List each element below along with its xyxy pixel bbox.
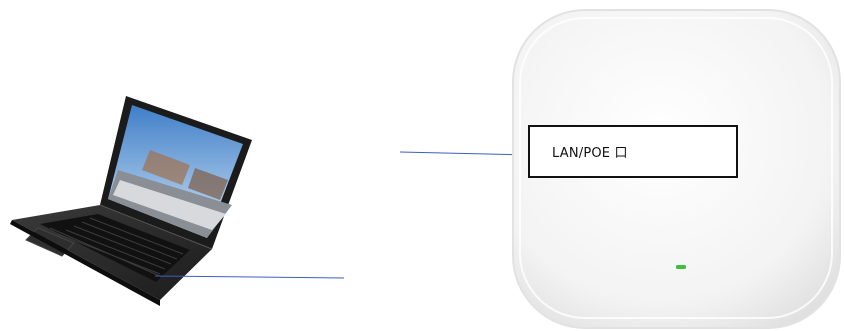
status-led-icon	[676, 265, 686, 269]
port-label: LAN/POE 口	[528, 125, 738, 178]
port-label-text: LAN/POE 口	[552, 146, 628, 161]
connector-line-upper	[399, 151, 529, 156]
laptop-icon	[10, 96, 252, 306]
connector-line-lower	[154, 275, 345, 279]
